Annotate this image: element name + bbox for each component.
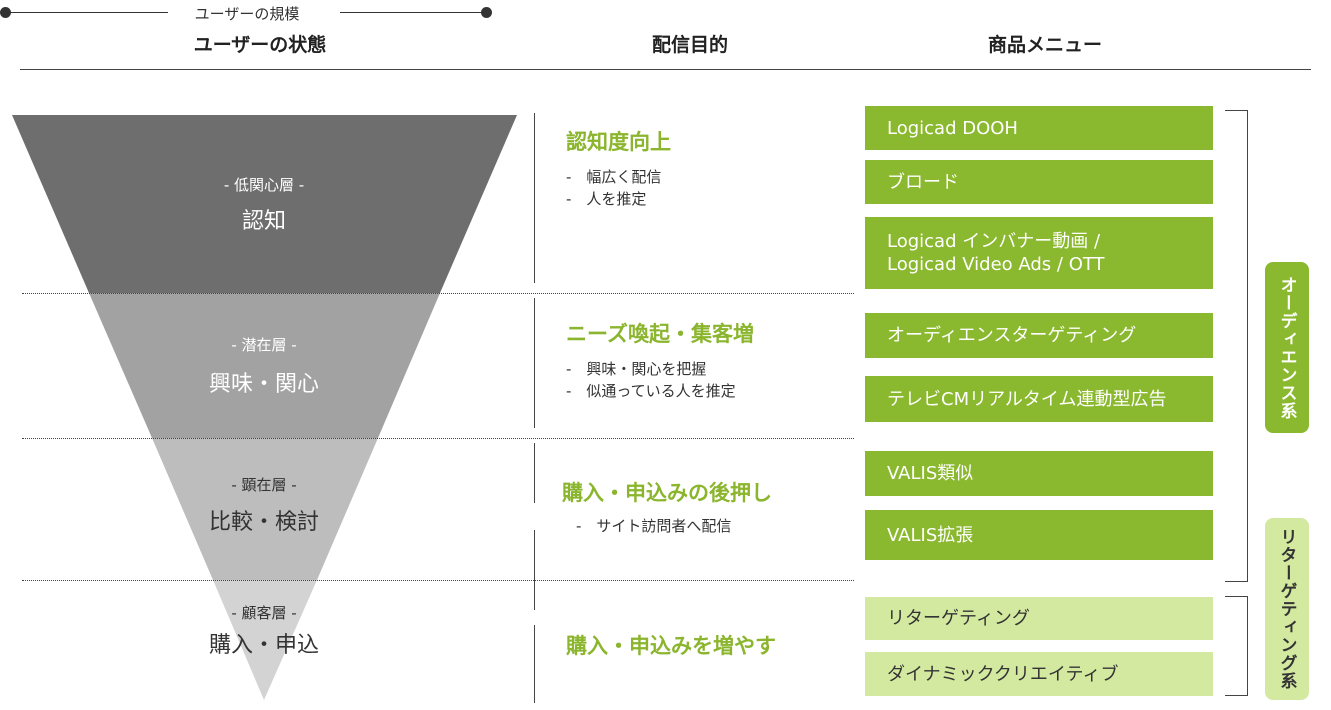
- layer-customer-sub: - 顧客層 -: [231, 604, 297, 622]
- header-menu: 商品メニュー: [987, 34, 1102, 56]
- header-purpose: 配信目的: [651, 34, 728, 56]
- product-dynamic-creative: ダイナミッククリエイティブ: [865, 652, 1213, 696]
- scale-left-line: [5, 12, 168, 13]
- purpose-divider: [534, 625, 535, 703]
- product-logicad-dooh: Logicad DOOH: [865, 106, 1213, 150]
- funnel-layer-apparent: [152, 438, 378, 580]
- purpose-bullet: - 似通っている人を推定: [566, 382, 736, 400]
- layer-latent-main: 興味・関心: [208, 372, 319, 397]
- purpose-title-push: 購入・申込みの後押し: [562, 481, 772, 505]
- product-label: ブロード: [887, 171, 959, 193]
- product-label: Logicad インバナー動画 / Logicad Video Ads / OT…: [887, 231, 1105, 275]
- product-valis-extend: VALIS拡張: [865, 510, 1213, 560]
- layer-awareness-main: 認知: [241, 209, 286, 234]
- layer-apparent-main: 比較・検討: [208, 510, 319, 535]
- product-label: ダイナミッククリエイティブ: [887, 663, 1119, 685]
- layer-separator: [22, 580, 854, 581]
- group-tag-retargeting: リターゲティング系: [1265, 518, 1309, 700]
- funnel-diagram: [12, 115, 517, 700]
- product-label: Logicad DOOH: [887, 117, 1018, 139]
- layer-apparent-sub: - 顕在層 -: [231, 476, 297, 494]
- product-valis-similar: VALIS類似: [865, 451, 1213, 496]
- scale-right-dot: [481, 7, 492, 18]
- purpose-title-awareness: 認知度向上: [566, 130, 671, 154]
- bracket-retargeting: [1225, 596, 1248, 696]
- layer-latent-sub: - 潜在層 -: [231, 336, 297, 354]
- funnel-layer-customer: [213, 580, 317, 700]
- product-retargeting: リターゲティング: [865, 597, 1213, 640]
- group-tag-label: オーディエンス系: [1276, 275, 1297, 420]
- product-audience-targeting: オーディエンスターゲティング: [865, 313, 1213, 358]
- user-scale-indicator: ユーザーの規模: [0, 0, 494, 26]
- product-label: VALIS類似: [887, 463, 974, 484]
- scale-right-line: [340, 12, 488, 13]
- purpose-bullet: - サイト訪問者へ配信: [576, 517, 732, 535]
- purpose-title-increase: 購入・申込みを増やす: [566, 634, 776, 658]
- funnel-layer-awareness: [12, 115, 517, 293]
- layer-separator: [22, 293, 854, 294]
- header-user-state: ユーザーの状態: [193, 34, 327, 56]
- layer-awareness-sub: - 低関心層 -: [223, 176, 305, 194]
- purpose-divider: [534, 113, 535, 283]
- funnel-layer-latent: [89, 293, 440, 438]
- purpose-bullet: - 幅広く配信: [566, 168, 662, 186]
- product-logicad-video: Logicad インバナー動画 / Logicad Video Ads / OT…: [865, 217, 1213, 289]
- purpose-bullet: - 興味・関心を把握: [566, 360, 707, 378]
- product-tvcm-realtime: テレビCMリアルタイム連動型広告: [865, 376, 1213, 422]
- layer-separator: [22, 438, 854, 439]
- product-label: リターゲティング: [887, 608, 1030, 629]
- header-divider: [20, 69, 1311, 70]
- layer-customer-main: 購入・申込: [208, 633, 319, 658]
- purpose-title-needs: ニーズ喚起・集客増: [566, 322, 754, 346]
- purpose-divider: [534, 530, 535, 610]
- product-label: VALIS拡張: [887, 524, 974, 546]
- product-label: オーディエンスターゲティング: [887, 325, 1137, 346]
- product-broad: ブロード: [865, 160, 1213, 204]
- scale-label: ユーザーの規模: [194, 5, 300, 23]
- purpose-divider: [534, 443, 535, 503]
- purpose-divider: [534, 298, 535, 428]
- group-tag-label: リターゲティング系: [1276, 528, 1297, 690]
- product-label: テレビCMリアルタイム連動型広告: [887, 388, 1167, 410]
- purpose-bullet: - 人を推定: [566, 190, 647, 208]
- group-tag-audience: オーディエンス系: [1265, 262, 1309, 433]
- bracket-audience: [1225, 110, 1248, 582]
